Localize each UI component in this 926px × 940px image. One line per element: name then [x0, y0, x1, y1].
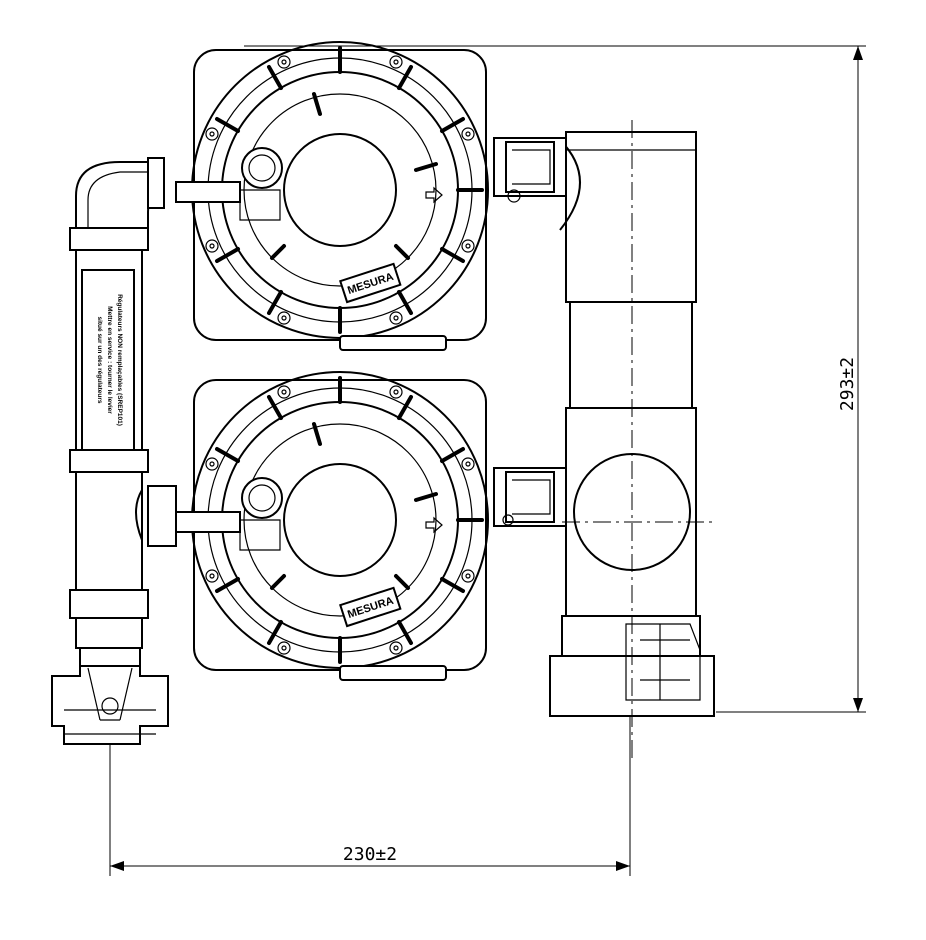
right-manifold: [493, 120, 716, 760]
regulator-bottom: MESURA: [175, 371, 489, 681]
pipe-label-line2: Mettre en service : tourner le levier: [106, 306, 113, 414]
regulator-top-bolts: [205, 55, 475, 325]
regulator-top: MESURA: [175, 41, 489, 351]
height-dimension: 293±2: [244, 45, 866, 713]
pipe-label-line3: situé sur un des régulateurs: [96, 316, 103, 403]
width-dimension-label: 230±2: [343, 844, 397, 865]
pipe-label-line1: Régulateurs NON remplaçables (SREP101): [116, 294, 123, 426]
left-pipe: Régulateurs NON remplaçables (SREP101) M…: [51, 157, 177, 745]
height-dimension-label: 293±2: [837, 357, 858, 411]
width-dimension: 230±2: [109, 712, 631, 876]
regulator-bottom-bolts: [205, 385, 475, 655]
